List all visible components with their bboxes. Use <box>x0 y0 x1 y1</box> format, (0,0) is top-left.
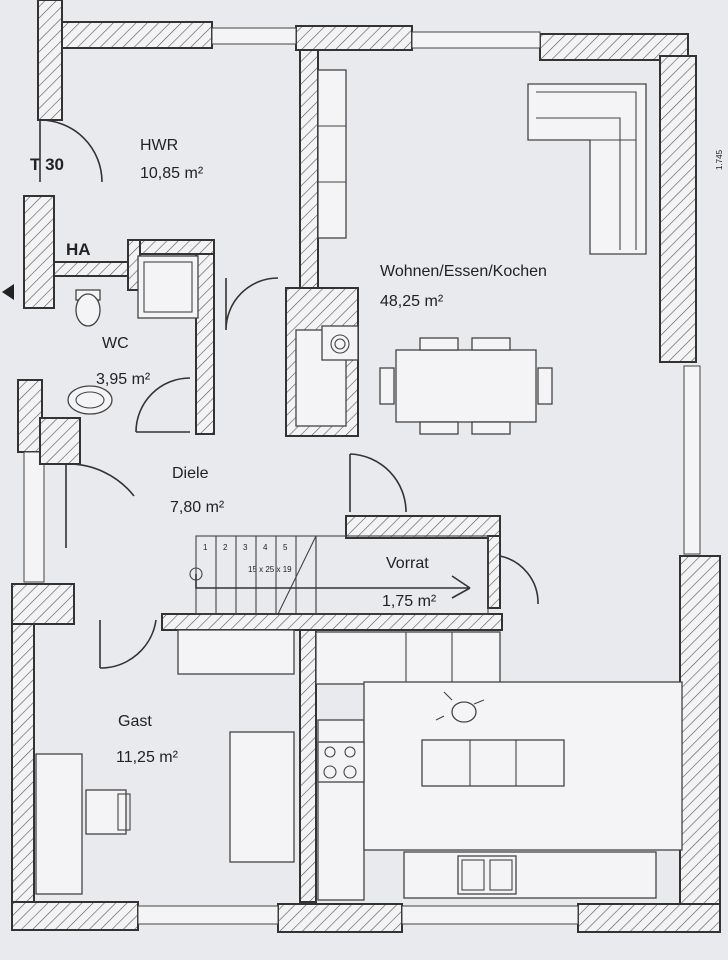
gast-chair <box>85 789 127 835</box>
room-name-hwr: HWR <box>140 137 178 154</box>
door-gast <box>99 619 157 669</box>
room-name-wohnen: Wohnen/Essen/Kochen <box>380 263 547 280</box>
house-connection-label: HA <box>66 240 91 259</box>
room-area-wc: 3,95 m² <box>96 371 151 388</box>
door-hwr <box>39 119 103 183</box>
stair-step-1: 1 <box>203 543 208 552</box>
room-name-diele: Diele <box>172 465 209 482</box>
window-left-1 <box>23 451 45 583</box>
stair-step-2: 2 <box>223 543 228 552</box>
corner-sofa <box>527 83 647 255</box>
window-right <box>683 365 701 555</box>
dining-table <box>379 337 553 435</box>
interior-walls <box>39 49 503 903</box>
stair-arrow-icon <box>195 574 471 599</box>
stair-spec-label: 15 x 25 x 19 <box>248 565 292 574</box>
kitchen-counter-bottom <box>403 851 657 899</box>
door-wc <box>135 377 191 433</box>
window-bottom-2 <box>401 905 579 925</box>
window-top-2 <box>411 31 541 49</box>
gast-desk <box>35 753 83 895</box>
washbasin-icon <box>67 385 113 415</box>
staircase: 1 2 3 4 5 <box>189 535 489 615</box>
doors <box>39 119 539 669</box>
room-area-vorrat: 1,75 m² <box>382 593 437 610</box>
fire-door-label: T 30 <box>30 155 64 174</box>
room-name-gast: Gast <box>118 713 152 730</box>
room-name-wc: WC <box>102 335 129 352</box>
person-icon <box>435 691 485 723</box>
stair-step-5: 5 <box>283 543 288 552</box>
door-diele-top <box>225 277 279 331</box>
window-bottom-1 <box>137 905 279 925</box>
door-vorrat <box>499 555 539 605</box>
kitchen-upper <box>315 631 501 685</box>
room-area-gast: 11,25 m² <box>116 749 179 766</box>
entrance-arrow-icon <box>2 284 14 300</box>
window-top-1 <box>211 27 297 45</box>
stair-step-4: 4 <box>263 543 268 552</box>
hwr-shelf <box>317 69 347 239</box>
edge-dimension-label: 1.745 <box>715 149 724 170</box>
room-area-wohnen: 48,25 m² <box>380 293 444 310</box>
furniture <box>35 69 683 901</box>
room-area-hwr: 10,85 m² <box>140 165 204 182</box>
diele-wardrobe <box>177 629 295 675</box>
gast-wardrobe <box>229 731 295 863</box>
stair-step-3: 3 <box>243 543 248 552</box>
room-labels: HWR 10,85 m² Wohnen/Essen/Kochen 48,25 m… <box>30 137 724 766</box>
door-wohnen <box>349 453 407 513</box>
room-name-vorrat: Vorrat <box>386 555 429 572</box>
chimney-icon <box>321 325 359 361</box>
room-area-diele: 7,80 m² <box>170 499 225 516</box>
kitchen-island <box>421 739 565 787</box>
sink-icon <box>457 855 517 895</box>
door-front <box>65 463 135 548</box>
